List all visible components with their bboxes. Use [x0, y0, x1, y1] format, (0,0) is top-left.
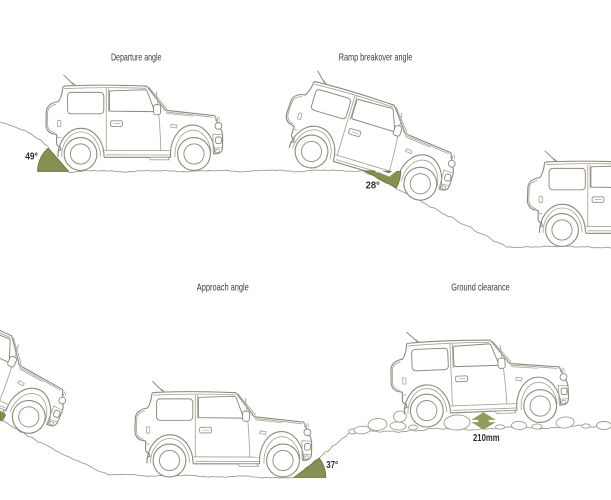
svg-text:Approach angle: Approach angle — [197, 283, 249, 294]
svg-text:28°: 28° — [366, 179, 380, 191]
svg-text:210mm: 210mm — [473, 433, 500, 444]
svg-text:37°: 37° — [326, 459, 338, 471]
svg-text:49°: 49° — [25, 150, 38, 162]
svg-text:Ramp breakover angle: Ramp breakover angle — [339, 53, 413, 64]
svg-text:Ground clearance: Ground clearance — [451, 283, 510, 294]
svg-text:Departure angle: Departure angle — [111, 53, 162, 64]
